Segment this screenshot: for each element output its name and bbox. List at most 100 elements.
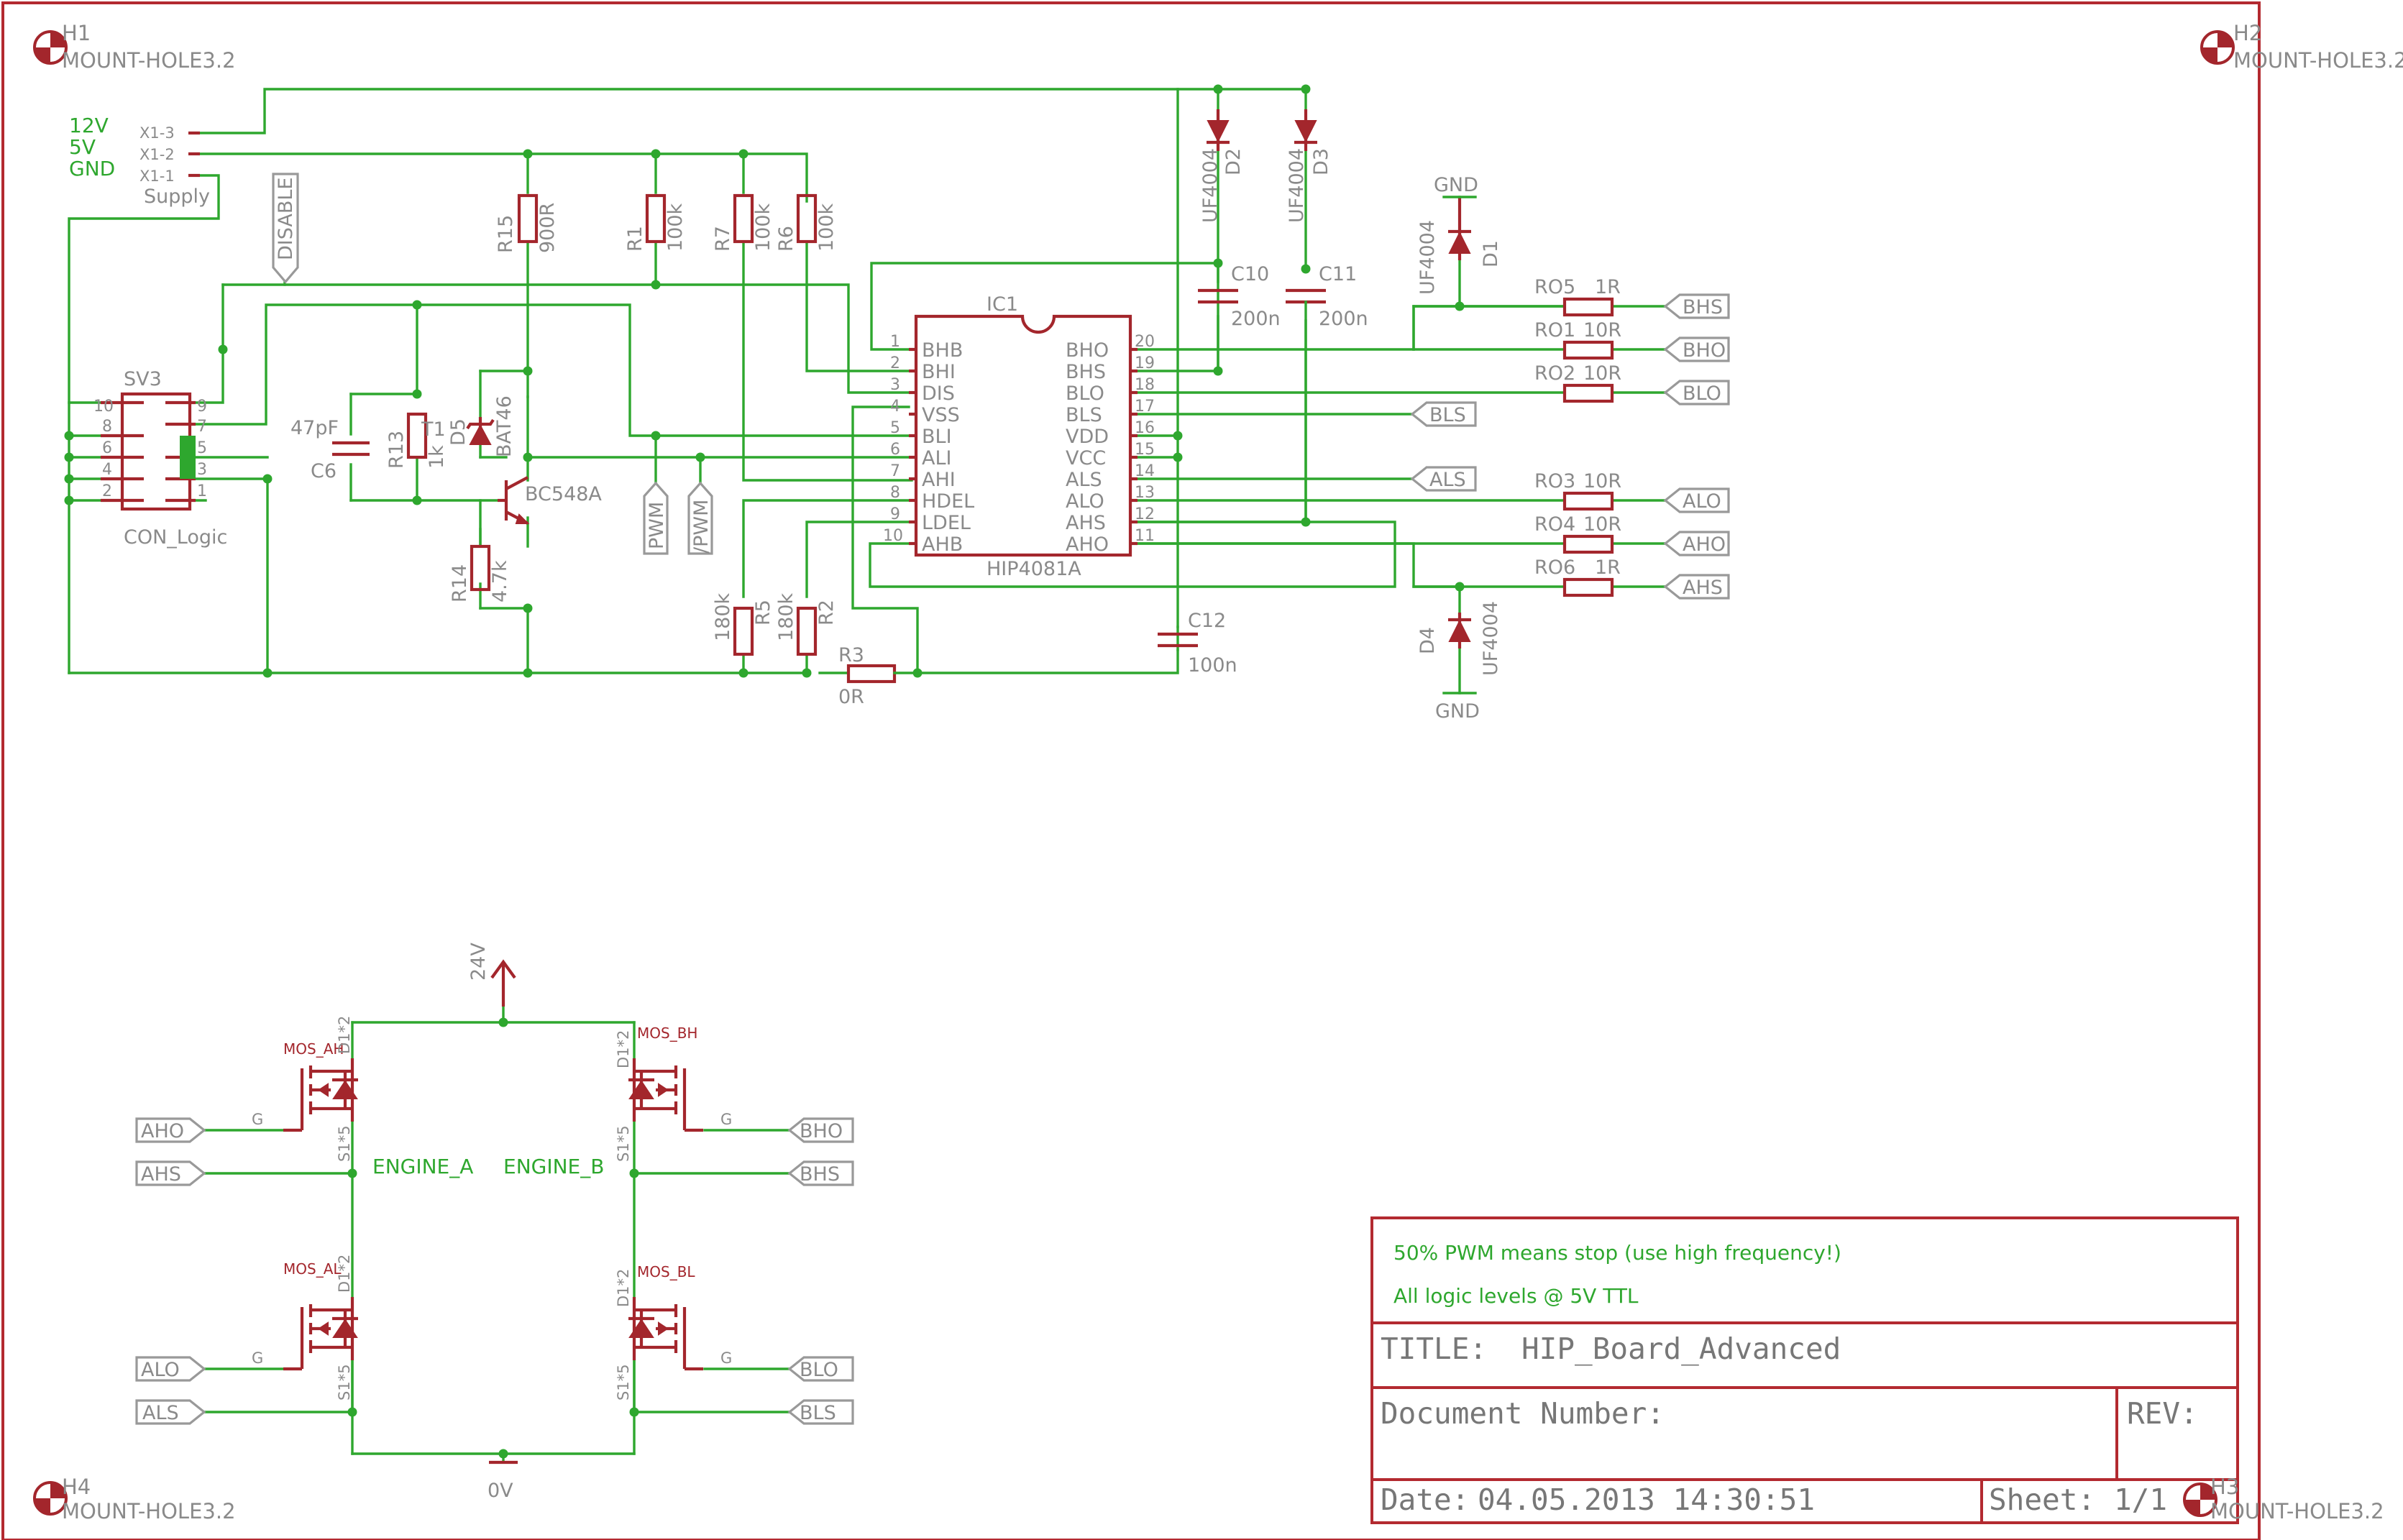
ic-pin-name: ALI [922, 447, 951, 469]
mosfet-mos-ah: MOS_AH D1*2 S1*5 G [252, 1016, 358, 1162]
svg-text:R3: R3 [838, 644, 864, 666]
resistor-ro2: RO2 10R [1534, 362, 1621, 403]
mount-hole-h1: H1 MOUNT-HOLE3.2 [33, 21, 236, 73]
svg-text:ALO: ALO [141, 1359, 180, 1381]
ic-pin-number: 10 [883, 527, 903, 545]
supply-24v: 24V [467, 943, 516, 1007]
svg-text:UF4004: UF4004 [1416, 220, 1439, 295]
date-label: Date: [1381, 1482, 1469, 1517]
ic-pin-name: AHO [1066, 533, 1109, 556]
svg-text:RO3: RO3 [1534, 470, 1575, 492]
svg-text:D1*2: D1*2 [336, 1016, 353, 1054]
resistor-r3: R3 0R [838, 644, 919, 708]
ic-pin-number: 11 [1135, 527, 1155, 545]
svg-text:BAT46: BAT46 [493, 395, 516, 457]
svg-text:10: 10 [93, 398, 114, 416]
diode-d4: D4 UF4004 [1416, 601, 1502, 676]
svg-text:G: G [720, 1349, 732, 1367]
ic-pin-number: 17 [1135, 398, 1155, 416]
port-out-bho: BHO [1663, 336, 1730, 362]
supply-label-12v: 12V [69, 114, 109, 137]
svg-text:HIP4081A: HIP4081A [987, 558, 1081, 580]
svg-text:BHS: BHS [1683, 296, 1723, 318]
ic-pin-number: 2 [890, 354, 900, 372]
resistor-r1: R1 100k [624, 193, 687, 252]
wires-upper [68, 88, 1667, 695]
supply-label-5v: 5V [69, 135, 96, 159]
svg-text:GND: GND [1434, 174, 1478, 196]
svg-text:BHS: BHS [800, 1163, 840, 1186]
resistor-r13: R13 1k [385, 412, 448, 469]
svg-text:RO4: RO4 [1534, 513, 1575, 536]
mount-hole-h2: H2 MOUNT-HOLE3.2 [2200, 21, 2403, 73]
title-value: HIP_Board_Advanced [1521, 1332, 1841, 1366]
resistor-ro5: RO5 1R [1534, 276, 1621, 317]
ic-pin-name: ALS [1066, 469, 1102, 491]
svg-text:200n: 200n [1231, 308, 1281, 330]
gnd-symbol-top: GND [1434, 174, 1478, 198]
port-pwm: PWM [643, 481, 669, 555]
resistor-r6: R6 100k [775, 193, 838, 252]
svg-text:R5: R5 [752, 600, 774, 625]
port-out-alo: ALO [1663, 487, 1730, 513]
svg-text:IC1: IC1 [987, 293, 1018, 316]
resistor-r15: R15 900R [495, 193, 559, 253]
svg-text:100k: 100k [664, 203, 687, 252]
engine-b-label: ENGINE_B [503, 1155, 604, 1178]
mount-hole-h3: H3 MOUNT-HOLE3.2 [2183, 1475, 2384, 1523]
svg-text:1: 1 [197, 482, 207, 500]
svg-text:24V: 24V [467, 943, 490, 981]
svg-text:7: 7 [197, 418, 207, 436]
mosfet-mos-bh [628, 1058, 703, 1132]
ic-pin-number: 12 [1135, 505, 1155, 523]
svg-text:PWM: PWM [646, 502, 668, 549]
svg-text:X1-2: X1-2 [139, 146, 175, 163]
ic-pin-number: 18 [1135, 376, 1155, 394]
ic-pin-name: BLO [1066, 382, 1104, 405]
svg-text:MOUNT-HOLE3.2: MOUNT-HOLE3.2 [62, 48, 236, 73]
diode-d2: UF4004 D2 [1199, 109, 1245, 223]
capacitor-c11: C11 200n [1286, 263, 1368, 523]
svg-text:AHO: AHO [141, 1120, 184, 1142]
port-bridge-alo: ALO [135, 1356, 206, 1382]
ic-pin-number: 7 [890, 462, 900, 480]
ic-pin-number: 1 [890, 333, 900, 351]
resistor-r14: R14 4.7k [449, 544, 511, 602]
diode-d5: D5 BAT46 [447, 395, 516, 457]
svg-text:180k: 180k [712, 592, 734, 641]
resistor-r7: R7 100k [712, 193, 774, 252]
svg-text:R15: R15 [495, 215, 517, 253]
svg-text:C12: C12 [1188, 610, 1226, 632]
connector-sv3: SV3 CON_Logic 10 8 6 4 2 9 7 5 3 1 [93, 368, 227, 549]
svg-text:H2: H2 [2233, 21, 2262, 45]
resistor-ro3: RO3 10R [1534, 470, 1621, 511]
title-block: 50% PWM means stop (use high frequency!)… [1370, 1216, 2239, 1524]
svg-text:9: 9 [197, 398, 207, 416]
svg-text:DISABLE: DISABLE [275, 178, 297, 261]
svg-text:MOUNT-HOLE3.2: MOUNT-HOLE3.2 [2233, 48, 2403, 73]
port-bridge-ahs: AHS [135, 1160, 206, 1186]
ic-pin-name: AHI [922, 469, 956, 491]
ic-pin-name: BLS [1066, 404, 1102, 426]
svg-text:D1*2: D1*2 [615, 1030, 632, 1068]
docnum-label: Document Number: [1381, 1396, 1665, 1431]
resistor-r5: 180k R5 [712, 592, 774, 656]
capacitor-c12: C12 100n [1158, 610, 1237, 677]
svg-text:4.7k: 4.7k [489, 560, 511, 602]
svg-text:/PWM: /PWM [690, 500, 713, 554]
note-logic-levels: All logic levels @ 5V TTL [1393, 1284, 1639, 1308]
resistor-ro1: RO1 10R [1534, 319, 1621, 360]
svg-text:AHS: AHS [1683, 577, 1723, 599]
svg-text:S1*5: S1*5 [615, 1125, 632, 1162]
svg-text:G: G [252, 1111, 263, 1128]
ic-pin-name: BHO [1066, 339, 1109, 362]
gnd-symbol-bottom: GND [1435, 692, 1480, 723]
supply-0v: 0V [488, 1460, 518, 1502]
svg-text:X1-3: X1-3 [139, 124, 175, 142]
mosfet-mos-bh-labels: MOS_BH D1*2 S1*5 G [615, 1025, 732, 1162]
svg-text:RO2: RO2 [1534, 362, 1575, 385]
port-disable: DISABLE [272, 173, 299, 284]
ic-pin-name: BLI [922, 426, 952, 448]
svg-text:S1*5: S1*5 [336, 1125, 353, 1162]
ic-pin-name: VSS [922, 404, 960, 426]
